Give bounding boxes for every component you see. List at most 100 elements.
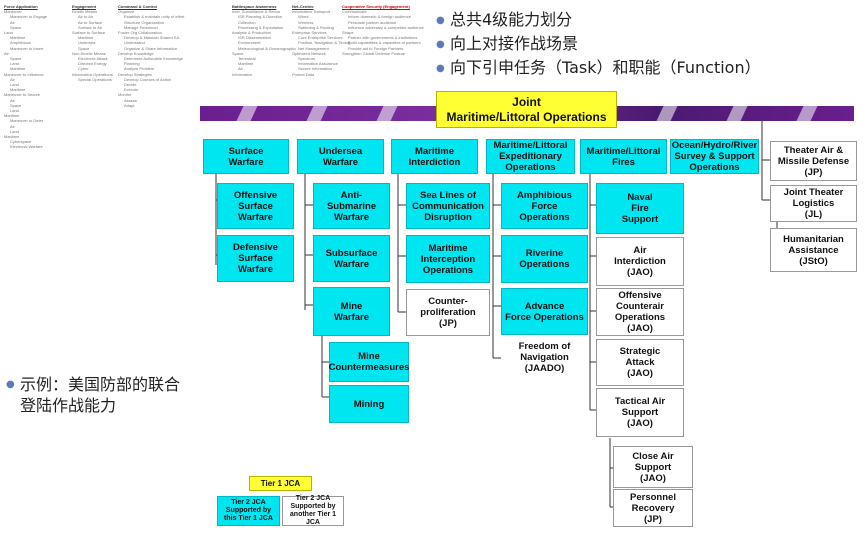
tactical-air-support: Tactical Air Support (JAO) [596, 388, 684, 437]
mine-countermeasures: Mine Countermeasures [329, 342, 409, 382]
thumbnail-line: Collection [238, 19, 256, 25]
thumbnail-line: Amphibious [10, 40, 31, 46]
thumbnail-line: Land [4, 30, 13, 36]
thumbnail-column: Cooperative Security (Engagement)Communi… [342, 4, 424, 56]
counter-proliferation: Counter- proliferation (JP) [406, 289, 490, 336]
thumbnail-line: Space [10, 56, 22, 62]
humanitarian-assistance: Humanitarian Assistance (JStO) [770, 228, 857, 272]
legend-tier2-this: Tier 2 JCA Supported by this Tier 1 JCA [217, 496, 280, 526]
thumbnail-line: Maritime [10, 87, 26, 93]
close-air-support: Close Air Support (JAO) [613, 446, 693, 488]
thumbnail-line: Planning [124, 61, 140, 67]
tier2-maritime-interdiction: Maritime Interdiction [391, 139, 478, 174]
legend-tier2-other: Tier 2 JCA Supported by another Tier 1 J… [282, 495, 344, 526]
thumbnail-line: Air to Air [78, 14, 94, 20]
thumbnail-line: Environment [238, 40, 261, 46]
thumbnail-line: Maritime [4, 113, 20, 119]
thumbnail-line: Processing & Exploitation [238, 24, 284, 30]
thumbnail-line: Protect Data [292, 71, 315, 77]
thumbnail-line: Establish & maintain unity of effort [124, 14, 185, 20]
thumbnail-line: Space [10, 24, 22, 30]
thumbnail-column-header: Cooperative Security (Engagement) [342, 4, 410, 9]
thumbnail-line: Maritime [4, 134, 20, 140]
thumbnail-line: Persuade partner audience [348, 19, 397, 25]
thumbnail-line: Organize [118, 9, 135, 15]
example-text: 示例：美国防部的联合 登陆作战能力 [20, 375, 181, 415]
theater-air-missile-defense: Theater Air & Missile Defense (JP) [770, 141, 857, 181]
mine-warfare: Mine Warfare [313, 287, 390, 336]
bullet-item: ●向下引申任务（Task）和职能（Function） [436, 56, 861, 80]
thumbnail-line: Develop Knowledge [118, 50, 154, 56]
anti-submarine-warfare: Anti- Submarine Warfare [313, 183, 390, 229]
thumbnail-line: Core Enterprise Services [298, 35, 343, 41]
thumbnail-line: Electronic Attack [78, 56, 108, 62]
thumbnail-line: Wireless [298, 19, 314, 25]
thumbnail-line: Surface to Surface [72, 30, 106, 36]
thumbnail-line: Maneuver [4, 9, 22, 15]
bullet-list: ●总共4级能力划分 ●向上对接作战场景 ●向下引申任务（Task）和职能（Fun… [436, 8, 861, 80]
thumbnail-line: Information Transport [292, 9, 331, 15]
thumbnail-line: Space [232, 50, 244, 56]
thumbnail-line: Provide aid to Foreign Partners [348, 45, 404, 51]
thumbnail-line: Land [10, 128, 19, 134]
thumbnail-line: Undersea [78, 40, 96, 46]
thumbnail-line: Develop Courses of Action [124, 76, 172, 82]
thumbnail-line: Information Assurance [298, 61, 338, 67]
thumbnail-line: Kinetic Means [72, 9, 98, 15]
thumbnail-line: Information [232, 71, 253, 77]
thumbnail-line: Partner with governments & institutions [348, 35, 418, 41]
thumbnail-line: Maneuver to Deter [10, 118, 44, 124]
thumbnail-line: Maneuver to Secure [4, 92, 41, 98]
thumbnail-line: Special Operations [78, 76, 112, 82]
mining: Mining [329, 385, 409, 423]
example-caption: ● 示例：美国防部的联合 登陆作战能力 [6, 374, 180, 416]
thumbnail-line: Decide [124, 82, 137, 88]
thumbnail-line: Air [10, 123, 15, 129]
thumbnail-line: Air [10, 76, 15, 82]
thumbnail-line: Optimized Network [292, 50, 326, 56]
thumbnail-line: Intel, Surveillance & Recon [232, 9, 281, 15]
thumbnail-line: Maritime [10, 35, 26, 41]
thumbnail-line: Maritime [238, 61, 254, 67]
thumbnail-line: Terrestrial [238, 56, 256, 62]
naval-fire-support: Naval Fire Support [596, 183, 684, 234]
thumbnail-line: Meteorological & Oceanographic [238, 45, 297, 51]
tier2-maritime-littoral-fires: Maritime/Littoral Fires [580, 139, 667, 174]
thumbnail-line: Influence adversary & competitor audienc… [348, 24, 424, 30]
thumbnail-line: Adapt [124, 102, 135, 108]
sea-lines-disruption: Sea Lines of Communication Disruption [406, 183, 490, 229]
thumbnail-line: Communicate [342, 9, 367, 15]
subsurface-warfare: Subsurface Warfare [313, 235, 390, 282]
thumbnail-line: Develop Strategies [118, 71, 152, 77]
advance-force-operations: Advance Force Operations [501, 288, 588, 335]
defensive-surface-warfare: Defensive Surface Warfare [217, 235, 294, 282]
thumbnail-line: ISR Dissemination [238, 35, 271, 41]
bullet-item: ●向上对接作战场景 [436, 32, 861, 56]
thumbnail-line: Air to Surface [78, 19, 103, 25]
thumbnail-line: Maneuver to Influence [4, 71, 44, 77]
thumbnail-line: Strengthen Global Defense Posture [342, 50, 406, 56]
thumbnail-line: Wired [298, 14, 309, 20]
thumbnail-line: Structure Organization [124, 19, 165, 25]
thumbnail-line: Spectrum [298, 56, 316, 62]
tier2-surface-warfare: Surface Warfare [203, 139, 289, 174]
tier2-survey-support-operations: Ocean/Hydro/River Survey & Support Opera… [670, 139, 759, 174]
root-node: Joint Maritime/Littoral Operations [436, 91, 617, 128]
thumbnail-line: Maritime [78, 35, 94, 41]
thumbnail-line: Manage Personnel [124, 24, 158, 30]
thumbnail-line: Enterprise Services [292, 30, 327, 36]
thumbnail-line: Analysis & Production [232, 30, 271, 36]
amphibious-force-operations: Amphibious Force Operations [501, 183, 588, 229]
offensive-counterair-operations: Offensive Counterair Operations (JAO) [596, 288, 684, 336]
thumbnail-line: Land [10, 108, 19, 114]
thumbnail-line: Organize & Share Information [124, 45, 177, 51]
thumbnail-line: ISR Planning & Direction [238, 14, 283, 20]
thumbnail-column-header: Battlespace Awareness [232, 4, 277, 9]
thumbnail-line: Secure Information [298, 66, 332, 72]
offensive-surface-warfare: Offensive Surface Warfare [217, 183, 294, 229]
thumbnail-line: Execute [124, 87, 139, 93]
thumbnail-line: Space [78, 45, 90, 51]
thumbnail-line: Net Management [298, 45, 329, 51]
